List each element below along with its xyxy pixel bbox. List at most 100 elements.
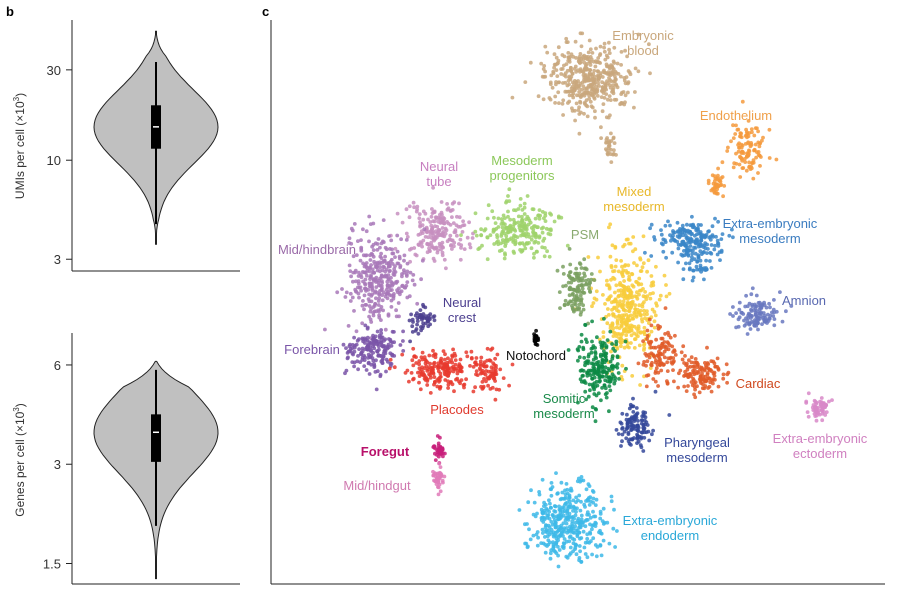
cell-point (461, 219, 465, 224)
cell-point (358, 258, 363, 263)
cell-point (755, 320, 760, 324)
cell-point (612, 381, 617, 386)
cell-point (501, 376, 506, 380)
cell-point (631, 396, 635, 401)
cell-point (361, 279, 365, 284)
cell-point (625, 54, 629, 59)
cell-point (705, 372, 710, 377)
cell-point (543, 219, 548, 224)
cell-point (392, 365, 397, 370)
cell-point (593, 109, 597, 114)
cell-point (489, 369, 494, 374)
cell-point (599, 343, 604, 347)
cell-point (607, 47, 611, 52)
cell-point (631, 316, 636, 321)
cell-point (609, 160, 614, 165)
cell-point (624, 333, 629, 338)
cell-point (604, 395, 609, 400)
cell-point (355, 359, 360, 364)
cell-point (568, 270, 572, 275)
cell-point (516, 207, 521, 211)
cell-point (745, 304, 750, 309)
cell-point (571, 307, 575, 312)
cell-point (645, 294, 650, 299)
cell-point (676, 246, 681, 251)
cell-point (407, 204, 412, 209)
cell-point (713, 216, 717, 221)
cell-point (432, 444, 436, 449)
cell-point (737, 300, 742, 305)
cell-point (605, 283, 609, 287)
cell-point (350, 228, 355, 233)
cell-point (458, 257, 463, 262)
cell-point (590, 51, 595, 55)
cell-point (573, 542, 578, 547)
cell-point (602, 96, 607, 100)
cell-point (566, 58, 571, 63)
cell-point (664, 255, 668, 260)
cell-point (706, 178, 711, 183)
cell-point (351, 254, 356, 259)
cell-point (641, 294, 646, 299)
cell-point (352, 364, 356, 369)
cell-point (360, 303, 365, 308)
cell-point (633, 303, 638, 308)
cell-point (691, 364, 695, 369)
cell-point (354, 279, 358, 284)
cell-point (381, 354, 386, 359)
cell-point (617, 332, 622, 336)
cell-point (474, 356, 479, 360)
cell-point (540, 210, 545, 214)
cell-point (594, 90, 599, 95)
cell-point (547, 498, 551, 503)
cell-point (633, 66, 638, 71)
cell-point (700, 371, 704, 376)
cell-point (675, 220, 680, 225)
cell-point (420, 223, 425, 228)
cell-point (446, 386, 450, 390)
cell-point (598, 269, 602, 274)
cell-point (612, 141, 617, 146)
cell-point (388, 357, 393, 362)
cell-point (465, 354, 470, 359)
cell-point (506, 194, 510, 198)
cell-point (554, 55, 559, 60)
cell-point (378, 372, 383, 377)
cell-point (421, 209, 426, 214)
cell-point (560, 490, 565, 495)
cell-point (488, 233, 493, 238)
cluster-points-pharyngeal-mesoderm (614, 389, 672, 453)
cell-point (641, 449, 646, 453)
cell-point (772, 317, 777, 321)
cell-point (348, 269, 353, 273)
cell-point (725, 380, 729, 385)
cell-point (551, 532, 556, 537)
cell-point (364, 261, 369, 265)
cell-point (347, 263, 352, 268)
cell-point (356, 279, 361, 284)
cell-point (692, 385, 697, 389)
cell-point (612, 45, 617, 50)
cell-point (588, 515, 593, 520)
cell-point (627, 302, 632, 306)
cell-point (749, 166, 754, 171)
cell-point (589, 89, 594, 94)
cell-point (601, 70, 606, 74)
cell-point (392, 330, 396, 334)
cell-point (627, 406, 632, 411)
cell-point (365, 265, 369, 270)
cell-point (727, 233, 732, 238)
y-tick-label: 10 (47, 153, 61, 168)
cell-point (590, 304, 594, 309)
cell-point (455, 371, 460, 376)
cell-point (654, 337, 658, 342)
cell-point (691, 268, 696, 273)
cell-point (681, 227, 685, 232)
cell-point (609, 277, 613, 282)
cell-point (681, 267, 686, 271)
cell-point (534, 334, 539, 339)
cell-point (600, 370, 605, 375)
cell-point (535, 543, 540, 548)
cell-point (583, 505, 587, 509)
